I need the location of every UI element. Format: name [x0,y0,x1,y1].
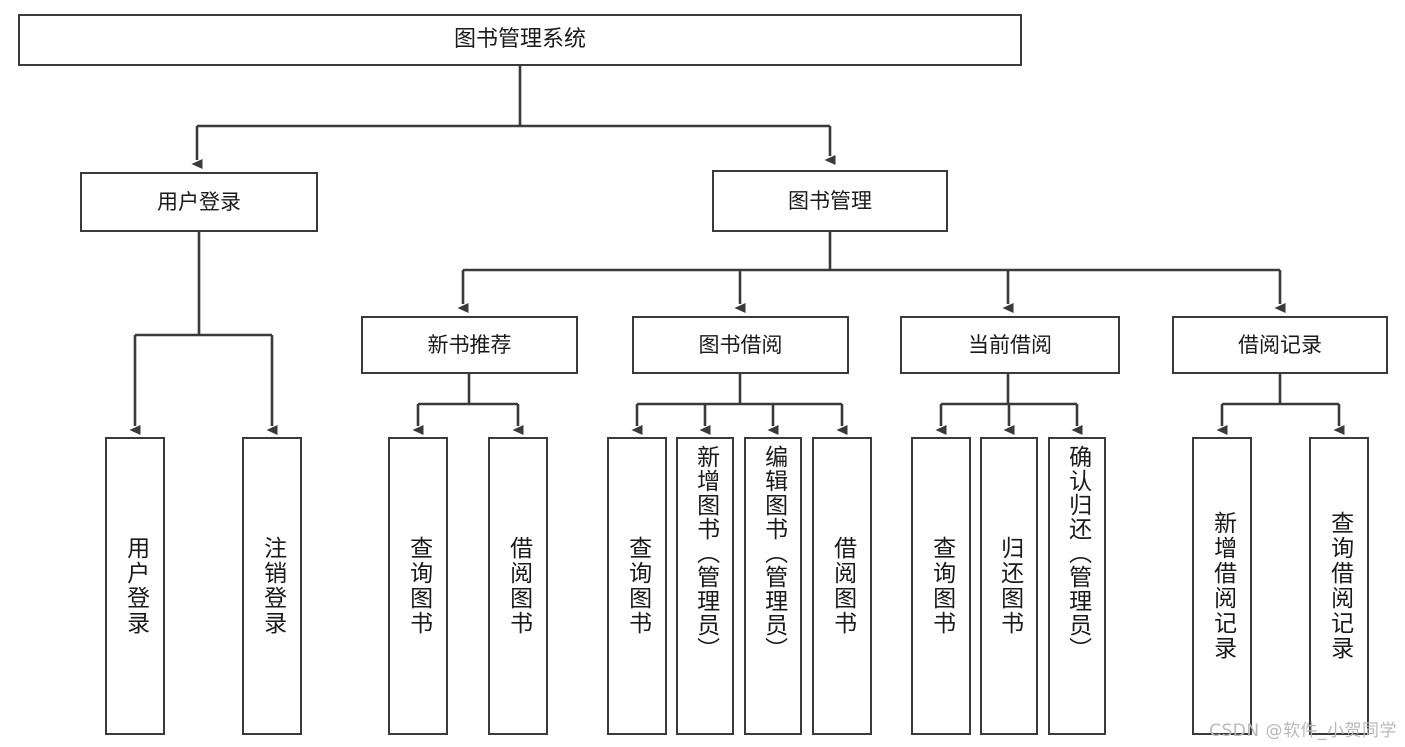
leaf-logout[interactable]: 注销登录 [242,437,302,735]
node-label: 借阅图书 [505,536,532,636]
node-new-book-recommendation[interactable]: 新书推荐 [361,316,578,374]
leaf-query-book-current[interactable]: 查询图书 [911,437,971,735]
leaf-query-borrow-record[interactable]: 查询借阅记录 [1309,437,1369,735]
node-book-management[interactable]: 图书管理 [712,170,948,232]
node-label: 编辑图书（管理员） [760,445,787,661]
csdn-watermark: CSDN @软件_小贺同学 [1209,721,1397,741]
leaf-add-borrow-record[interactable]: 新增借阅记录 [1192,437,1252,735]
node-label: 图书借阅 [698,332,783,357]
node-label: 用户登录 [157,189,241,214]
node-label: 查询借阅记录 [1326,511,1353,661]
node-label: 借阅图书 [829,536,856,636]
node-label: 归还图书 [996,536,1023,636]
leaf-confirm-return-admin[interactable]: 确认归还（管理员） [1048,437,1106,735]
node-user-login[interactable]: 用户登录 [80,172,318,232]
leaf-edit-book-admin[interactable]: 编辑图书（管理员） [744,437,802,735]
node-label: 查询图书 [624,536,651,636]
leaf-lend-book[interactable]: 借阅图书 [812,437,872,735]
node-label: 注销登录 [259,536,286,636]
leaf-add-book-admin[interactable]: 新增图书（管理员） [676,437,734,735]
node-label: 查询图书 [405,536,432,636]
node-label: 用户登录 [122,536,149,636]
leaf-query-book-newbook[interactable]: 查询图书 [388,437,448,735]
leaf-user-login[interactable]: 用户登录 [105,437,165,735]
node-label: 新增图书（管理员） [692,445,719,661]
node-label: 图书管理 [788,188,872,213]
node-borrowing-record[interactable]: 借阅记录 [1172,316,1388,374]
node-book-borrowing[interactable]: 图书借阅 [632,316,849,374]
node-label: 当前借阅 [968,332,1052,357]
node-label: 确认归还（管理员） [1064,445,1091,661]
node-book-management-system[interactable]: 图书管理系统 [18,14,1022,66]
node-label: 查询图书 [928,536,955,636]
node-current-borrowing[interactable]: 当前借阅 [900,316,1120,374]
node-label: 图书管理系统 [453,27,586,53]
leaf-borrow-book-newbook[interactable]: 借阅图书 [488,437,548,735]
node-label: 借阅记录 [1238,332,1322,357]
leaf-return-book[interactable]: 归还图书 [980,437,1038,735]
node-label: 新书推荐 [427,332,512,357]
node-label: 新增借阅记录 [1209,511,1236,661]
leaf-query-book-borrow[interactable]: 查询图书 [607,437,667,735]
